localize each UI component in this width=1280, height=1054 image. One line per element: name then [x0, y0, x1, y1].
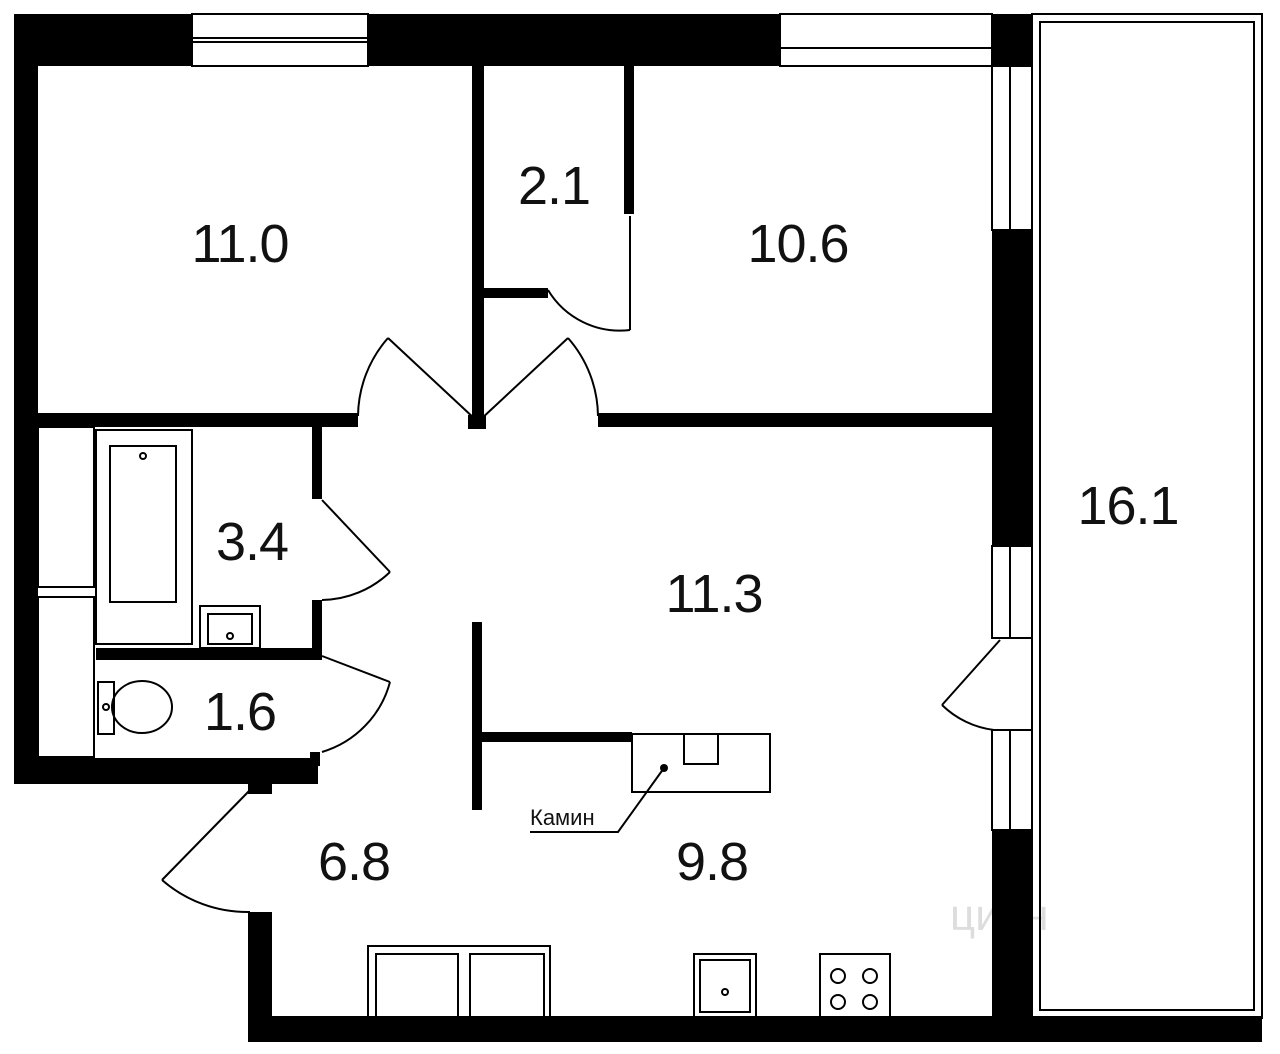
walls	[14, 14, 1262, 1042]
room-area-balcony: 16.1	[1077, 476, 1178, 536]
room-area-hallway: 6.8	[318, 832, 390, 892]
fireplace	[631, 733, 771, 793]
doors	[161, 216, 1001, 914]
room-area-bedroom-right: 10.6	[747, 214, 848, 274]
room-area-bathroom: 3.4	[216, 512, 288, 572]
bathroom-fixtures	[37, 426, 261, 758]
room-area-toilet: 1.6	[204, 682, 276, 742]
kitchen-fixtures	[367, 945, 891, 1019]
room-area-kitchen: 9.8	[676, 832, 748, 892]
room-area-bedroom-left: 11.0	[191, 214, 288, 274]
fireplace-label: Камин	[530, 805, 595, 830]
fireplace-leader	[530, 767, 665, 833]
windows	[191, 13, 1033, 831]
room-area-living-room: 11.3	[665, 564, 762, 624]
room-area-closet: 2.1	[518, 156, 590, 216]
